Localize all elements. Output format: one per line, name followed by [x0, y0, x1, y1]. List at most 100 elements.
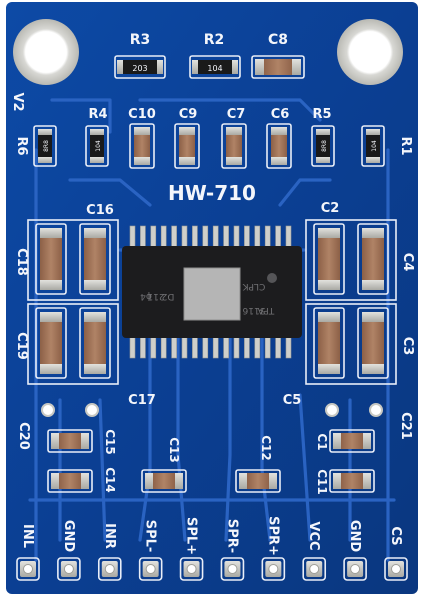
capacitor-c10	[129, 123, 155, 169]
label-c18: C18	[14, 248, 29, 276]
resistor-code-r4: 104	[95, 140, 102, 152]
mounting-hole-right	[337, 19, 403, 85]
silk-box-left-top	[27, 219, 119, 301]
header-pin-gnd-1[interactable]: GND	[57, 520, 81, 581]
capacitor-c4	[357, 223, 389, 295]
pin-label: SPR-	[224, 519, 239, 553]
pin-label: CS	[388, 526, 403, 545]
ic-marking-text: D2	[162, 291, 175, 301]
label-c4: C4	[400, 253, 415, 272]
label-c3: C3	[400, 337, 415, 356]
label-r4: R4	[88, 107, 107, 122]
capacitor-c2	[313, 223, 345, 295]
pin-label: INL	[20, 524, 35, 548]
pin-label: INR	[102, 523, 117, 549]
resistor-code-r1: 104	[371, 140, 378, 152]
label-c14: C14	[103, 467, 117, 493]
label-r1: R1	[398, 136, 413, 155]
resistor-code-r3: 203	[132, 64, 147, 73]
vias	[41, 403, 383, 417]
label-c12: C12	[259, 435, 273, 461]
label-c5: C5	[283, 393, 302, 408]
resistor-r3: 203	[114, 55, 166, 79]
pin-label: SPR+	[265, 516, 280, 556]
pin-label: SPL+	[184, 517, 199, 555]
capacitor-c12	[235, 469, 281, 493]
header-pin-inl-0[interactable]: INL	[16, 524, 40, 581]
silk-box-left-bottom	[27, 303, 119, 385]
ic-marking-text: ϕ4	[140, 291, 152, 301]
header-pin-spl-3[interactable]: SPL-	[138, 520, 163, 581]
board-title: HW-710	[168, 181, 256, 205]
ic-marking-text: CLPK	[242, 281, 266, 291]
capacitor-c5	[313, 307, 345, 379]
label-c2: C2	[321, 201, 340, 216]
header-pin-spr-5[interactable]: SPR-	[220, 519, 245, 581]
label-r2: R2	[204, 32, 225, 48]
ic-pins-top	[129, 225, 292, 251]
pin-label: GND	[61, 520, 76, 553]
capacitor-c9	[174, 123, 200, 169]
label-c7: C7	[227, 107, 246, 122]
label-c20: C20	[16, 422, 31, 450]
resistor-code-r5: 8R8	[321, 140, 328, 152]
pin-header: INL GND INR SPL- SPL+ SPR- SPR+ VCC GND CS	[16, 516, 408, 581]
mounting-hole-left	[13, 19, 79, 85]
pin-label: VCC	[306, 521, 321, 550]
label-c6: C6	[271, 107, 290, 122]
resistor-code-r6: 8R8	[43, 140, 50, 152]
label-c1: C1	[315, 433, 329, 450]
ic-marking-text: 3116	[242, 305, 265, 315]
label-c17: C17	[128, 393, 156, 408]
ic-marking-text: 211	[147, 291, 164, 301]
label-r6: R6	[14, 136, 29, 155]
header-pin-spl-4[interactable]: SPL+	[179, 517, 204, 581]
label-c13: C13	[167, 437, 181, 463]
resistor-r1: 104	[361, 125, 385, 167]
header-pin-inr-2[interactable]: INR	[97, 523, 122, 581]
capacitor-c13	[141, 469, 187, 493]
capacitor-c18	[35, 223, 67, 295]
capacitor-c11	[329, 469, 375, 493]
resistor-r4: 104	[85, 125, 109, 167]
capacitor-c1	[329, 429, 375, 453]
label-c21: C21	[398, 412, 413, 440]
silk-box-right-bottom	[305, 303, 397, 385]
capacitor-c6	[266, 123, 292, 169]
label-r3: R3	[130, 32, 151, 48]
label-c10: C10	[128, 107, 156, 122]
header-pin-cs-9[interactable]: CS	[384, 526, 408, 581]
capacitor-c8	[251, 55, 305, 79]
header-pin-gnd-8[interactable]: GND	[343, 520, 367, 581]
capacitor-c15	[47, 429, 93, 453]
capacitor-c7	[221, 123, 247, 169]
capacitor-c16	[79, 223, 111, 295]
ic-thermal-pad	[183, 267, 241, 321]
label-v2: V2	[10, 92, 25, 111]
capacitor-c3	[357, 307, 389, 379]
label-c8: C8	[268, 32, 288, 48]
ic-marking-text: TPA	[257, 305, 275, 315]
resistor-r2: 104	[189, 55, 241, 79]
ic-pin1-dot	[267, 273, 277, 283]
label-c11: C11	[315, 469, 329, 495]
label-c19: C19	[14, 332, 29, 360]
capacitor-c17	[79, 307, 111, 379]
label-c15: C15	[103, 429, 117, 455]
capacitor-c19	[35, 307, 67, 379]
pin-label: GND	[347, 520, 362, 553]
resistor-r5: 8R8	[311, 125, 335, 167]
header-pin-vcc-7[interactable]: VCC	[302, 521, 327, 581]
capacitor-c14	[47, 469, 93, 493]
silk-box-right-top	[305, 219, 397, 301]
resistor-r6: 8R8	[33, 125, 57, 167]
label-c16: C16	[86, 203, 114, 218]
pin-label: SPL-	[143, 520, 158, 553]
resistor-code-r2: 104	[207, 64, 222, 73]
header-pin-spr-6[interactable]: SPR+	[261, 516, 286, 581]
label-r5: R5	[312, 107, 331, 122]
